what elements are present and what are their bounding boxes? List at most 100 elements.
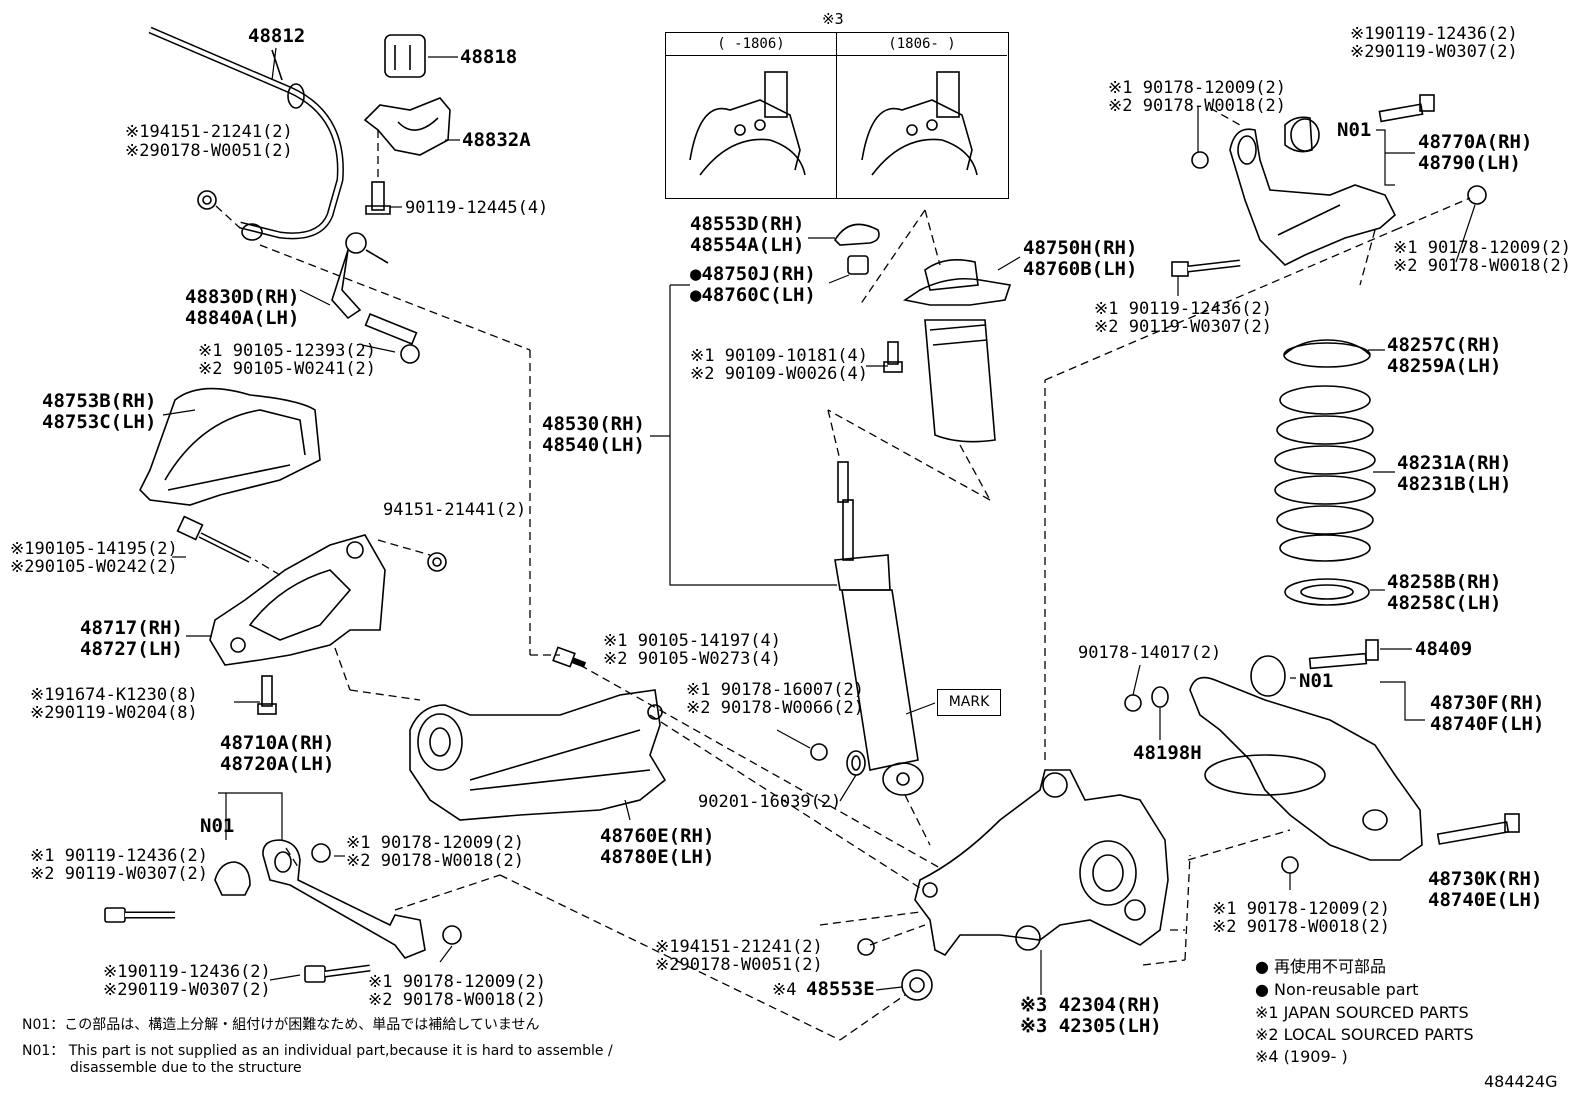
- bolt-14195-drawing: [176, 515, 252, 563]
- label-bolt-12445: 90119-12445(4): [405, 198, 549, 218]
- label-nut-16007-1: ※1 90178-16007(2): [686, 680, 865, 700]
- label-bolt-k1230-2: ※290119-W0204(8): [30, 703, 198, 723]
- label-link-lh: 48840A(LH): [185, 307, 300, 329]
- label-cap-rh: 48553D(RH): [690, 213, 805, 235]
- label-bolt-12436-a1: ※1 90119-12436(2): [30, 846, 209, 866]
- label-knuckle-rh: ※3 42304(RH): [1020, 994, 1162, 1016]
- label-nut-stab-2: ※290178-W0051(2): [125, 141, 293, 161]
- legend-nonreusable-jp: ● 再使用不可部品: [1255, 957, 1387, 976]
- label-bolt-10181-2: ※2 90109-W0026(4): [690, 364, 869, 384]
- shock-absorber-drawing: [834, 461, 924, 796]
- lower-arm-drawing: [1189, 676, 1423, 861]
- note-n01-jp: N01：この部品は、構造上分解・組付けが困難なため、単品では補給していません: [22, 1017, 540, 1033]
- label-bolt-14197-1: ※1 90105-14197(4): [603, 631, 782, 651]
- label-nut-14017: 90178-14017(2): [1078, 643, 1222, 663]
- label-bolt-12436-a2: ※2 90119-W0307(2): [30, 864, 209, 884]
- label-nut-21241-2: ※290178-W0051(2): [655, 955, 823, 975]
- label-upper-arm-rh: 48710A(RH): [220, 732, 335, 754]
- label-bolt-740e-lh: 48740E(LH): [1428, 889, 1543, 911]
- label-spring-rh: 48231A(RH): [1397, 452, 1512, 474]
- variant-divider: [836, 33, 837, 198]
- label-nut-12009-b1: ※1 90178-12009(2): [368, 972, 547, 992]
- label-knuckle-lh: ※3 42305(LH): [1020, 1015, 1162, 1037]
- cover-drawing: [139, 387, 321, 506]
- label-nut-94151: 94151-21441(2): [383, 500, 527, 520]
- assembly-dashed-lines: [215, 107, 1471, 1041]
- upper-arm-drawing: [214, 839, 426, 959]
- strut-mount-drawing: [902, 259, 1012, 443]
- label-support-rh: 48750H(RH): [1023, 237, 1138, 259]
- label-member-rh: 48717(RH): [80, 617, 183, 639]
- label-arm-790-lh: 48790(LH): [1418, 152, 1521, 174]
- stab-bushing-drawing: [363, 34, 451, 215]
- label-bolt-r1-1: ※190119-12436(2): [1350, 24, 1518, 44]
- knuckle-variant-sketches: [689, 71, 978, 176]
- variant-left-header: ( -1806): [666, 33, 836, 56]
- label-stopper-prefix: ※4: [772, 980, 797, 1000]
- legend-nonreusable-en: ● Non-reusable part: [1255, 980, 1419, 999]
- label-bolt-r2-2: ※2 90119-W0307(2): [1094, 317, 1273, 337]
- label-member-lh: 48727(LH): [80, 638, 183, 660]
- label-bolt-r1-2: ※290119-W0307(2): [1350, 42, 1518, 62]
- label-stab-bracket: 48832A: [462, 129, 531, 151]
- label-nut-r1-2: ※2 90178-W0018(2): [1108, 96, 1287, 116]
- label-link-bolt-1: ※1 90105-12393(2): [198, 341, 377, 361]
- label-stab-bushing: 48818: [460, 46, 518, 68]
- trailing-arm-drawing: [409, 689, 667, 821]
- label-trailing-lh: 48780E(LH): [600, 846, 715, 868]
- label-strut-lh: 48540(LH): [542, 434, 645, 456]
- label-support-lh: 48760B(LH): [1023, 258, 1138, 280]
- label-washer-48198: 48198H: [1133, 742, 1202, 764]
- label-nut-12009-b2: ※2 90178-W0018(2): [368, 990, 547, 1010]
- label-n01-b: N01: [1337, 119, 1372, 141]
- label-lower-arm-lh: 48740F(LH): [1430, 713, 1545, 735]
- label-insulator-up-rh: 48257C(RH): [1387, 334, 1502, 356]
- label-bolt-48409: 48409: [1415, 638, 1473, 660]
- label-nut-r2-2: ※2 90178-W0018(2): [1393, 256, 1572, 276]
- label-cover-lh: 48753C(LH): [42, 411, 157, 433]
- variant-box: ( -1806) (1806- ): [665, 32, 1009, 199]
- stabilizer-bar-drawing: [148, 26, 344, 241]
- label-nut-12009-a2: ※2 90178-W0018(2): [346, 851, 525, 871]
- label-stabilizer-bar: 48812: [248, 25, 306, 47]
- label-stopper: 48553E: [806, 978, 875, 1000]
- box-ref-label: ※3: [822, 10, 844, 28]
- label-spring-lh: 48231B(LH): [1397, 473, 1512, 495]
- leader-lines: [162, 47, 1476, 995]
- mark-label: MARK: [937, 689, 1001, 716]
- coil-spring-drawing: [1274, 385, 1376, 562]
- label-n01-a: N01: [200, 815, 235, 837]
- label-nut-r3-1: ※1 90178-12009(2): [1212, 899, 1391, 919]
- label-arm-770-rh: 48770A(RH): [1418, 131, 1533, 153]
- label-bolt-k1230-1: ※191674-K1230(8): [30, 685, 198, 705]
- label-insulator-up-lh: 48259A(LH): [1387, 355, 1502, 377]
- label-cap-lh: 48554A(LH): [690, 234, 805, 256]
- label-bolt-730k-rh: 48730K(RH): [1428, 868, 1543, 890]
- label-nut-stab-1: ※194151-21241(2): [125, 122, 293, 142]
- label-upper-arm-lh: 48720A(LH): [220, 753, 335, 775]
- label-nut-750j: ●48750J(RH): [690, 263, 816, 285]
- label-trailing-rh: 48760E(RH): [600, 825, 715, 847]
- label-washer-16039: 90201-16039(2): [698, 792, 842, 812]
- label-insulator-lo-lh: 48258C(LH): [1387, 592, 1502, 614]
- knuckle-drawing: [914, 769, 1169, 957]
- label-lower-arm-rh: 48730F(RH): [1430, 692, 1545, 714]
- label-bolt-14197-2: ※2 90105-W0273(4): [603, 649, 782, 669]
- label-bolt-14195-2: ※290105-W0242(2): [10, 557, 178, 577]
- label-cover-rh: 48753B(RH): [42, 390, 157, 412]
- label-nut-16007-2: ※2 90178-W0066(2): [686, 698, 865, 718]
- label-nut-12009-a1: ※1 90178-12009(2): [346, 833, 525, 853]
- label-n01-c: N01: [1299, 670, 1334, 692]
- label-nut-r3-2: ※2 90178-W0018(2): [1212, 917, 1391, 937]
- legend-local-sourced: ※2 LOCAL SOURCED PARTS: [1255, 1025, 1474, 1044]
- diagram-id: 484424G: [1484, 1072, 1558, 1091]
- label-link-bolt-2: ※2 90105-W0241(2): [198, 359, 377, 379]
- legend-japan-sourced: ※1 JAPAN SOURCED PARTS: [1255, 1003, 1469, 1022]
- variant-right-header: (1806- ): [837, 33, 1007, 56]
- label-nut-21241-1: ※194151-21241(2): [655, 937, 823, 957]
- label-bolt-r2-1: ※1 90119-12436(2): [1094, 299, 1273, 319]
- label-nut-r2-1: ※1 90178-12009(2): [1393, 238, 1572, 258]
- label-insulator-lo-rh: 48258B(RH): [1387, 571, 1502, 593]
